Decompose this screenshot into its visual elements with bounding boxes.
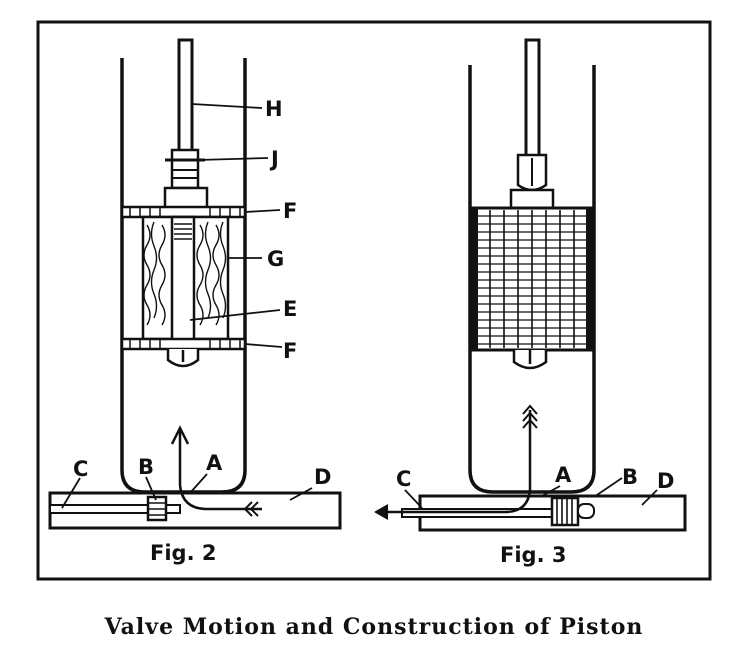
fig2-label-d: D xyxy=(314,465,331,489)
fig2-drawing xyxy=(48,38,342,530)
fig2-valve-stem xyxy=(49,504,181,514)
fig3-label-a: A xyxy=(555,463,572,487)
fig2-label-e: E xyxy=(283,297,297,321)
fig3-drawing xyxy=(374,38,687,532)
fig2-piston-rod xyxy=(177,38,194,157)
fig2-label-a: A xyxy=(206,451,223,475)
fig2-bolt xyxy=(170,215,196,344)
fig2-label-f-bottom: F xyxy=(283,339,297,363)
fig3-label-b: B xyxy=(622,465,638,489)
fig3-label-c: C xyxy=(396,467,411,491)
fig2-label-h: H xyxy=(265,97,283,121)
fig2-label-j: J xyxy=(269,147,279,171)
fig3-title: Fig. 3 xyxy=(500,543,566,567)
fig2-label-b: B xyxy=(138,455,154,479)
fig3-valve xyxy=(550,496,580,527)
fig3-piston-rod xyxy=(524,38,541,160)
figure-frame xyxy=(36,20,712,581)
fig3-flow-path xyxy=(378,410,532,514)
fig2-title: Fig. 2 xyxy=(150,541,216,565)
fig3-cylinder xyxy=(468,65,596,494)
fig2-label-f-top: F xyxy=(283,199,297,223)
fig2-flow-path xyxy=(178,430,262,511)
fig3-label-d: D xyxy=(657,469,674,493)
fig2-nut xyxy=(163,186,209,210)
fig2-label-g: G xyxy=(267,247,284,271)
fig2-label-c: C xyxy=(73,457,88,481)
figure-caption: Valve Motion and Construction of Piston xyxy=(104,614,644,640)
